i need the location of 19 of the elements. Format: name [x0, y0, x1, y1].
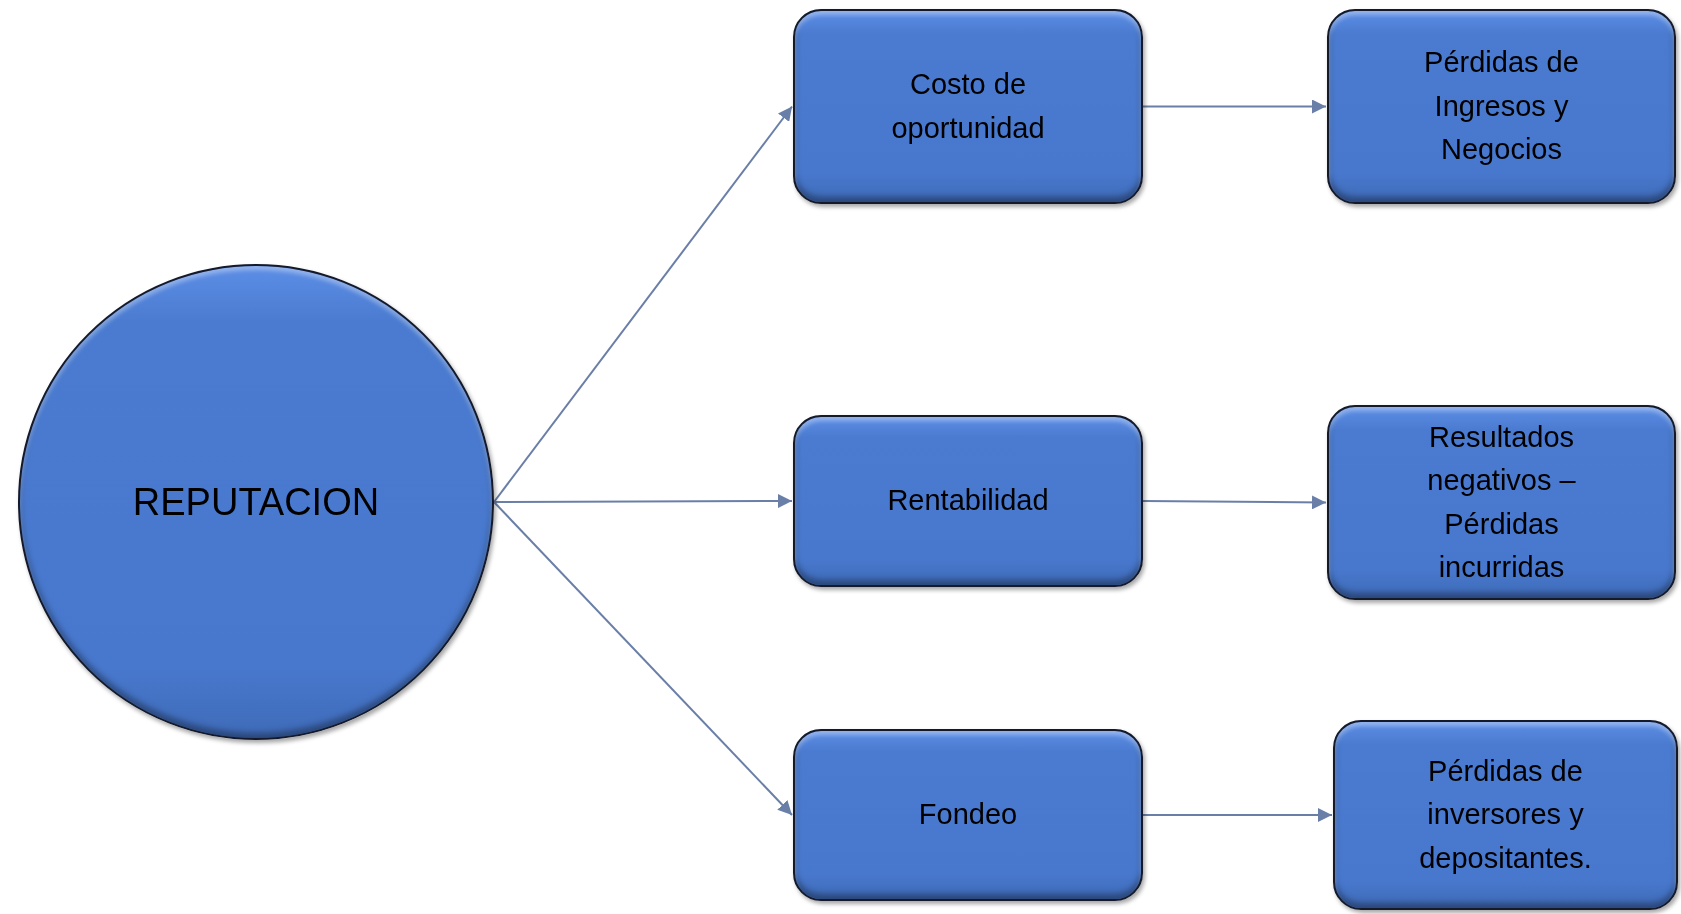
- process-box: [793, 9, 1143, 204]
- node-label: REPUTACION: [132, 480, 380, 524]
- process-box: [1327, 405, 1676, 600]
- process-box: [1327, 9, 1676, 204]
- node-label: Costo de oportunidad: [890, 67, 1046, 146]
- arrow: [1142, 808, 1333, 822]
- arrow: [493, 105, 793, 503]
- node-label: Resultados negativos – Pérdidas incurridas: [1426, 419, 1577, 585]
- node-label: Pérdidas de Ingresos y Negocios: [1423, 45, 1580, 168]
- process-box: [793, 415, 1143, 587]
- arrow: [1142, 495, 1327, 510]
- arrow: [1142, 99, 1327, 114]
- process-box: [793, 729, 1143, 901]
- arrow: [493, 501, 793, 816]
- node-label: Pérdidas de inversores y depositantes.: [1418, 753, 1593, 876]
- node-label: Fondeo: [918, 797, 1018, 833]
- node-label: Rentabilidad: [887, 483, 1049, 519]
- arrow: [493, 494, 793, 509]
- process-box: [1333, 720, 1678, 910]
